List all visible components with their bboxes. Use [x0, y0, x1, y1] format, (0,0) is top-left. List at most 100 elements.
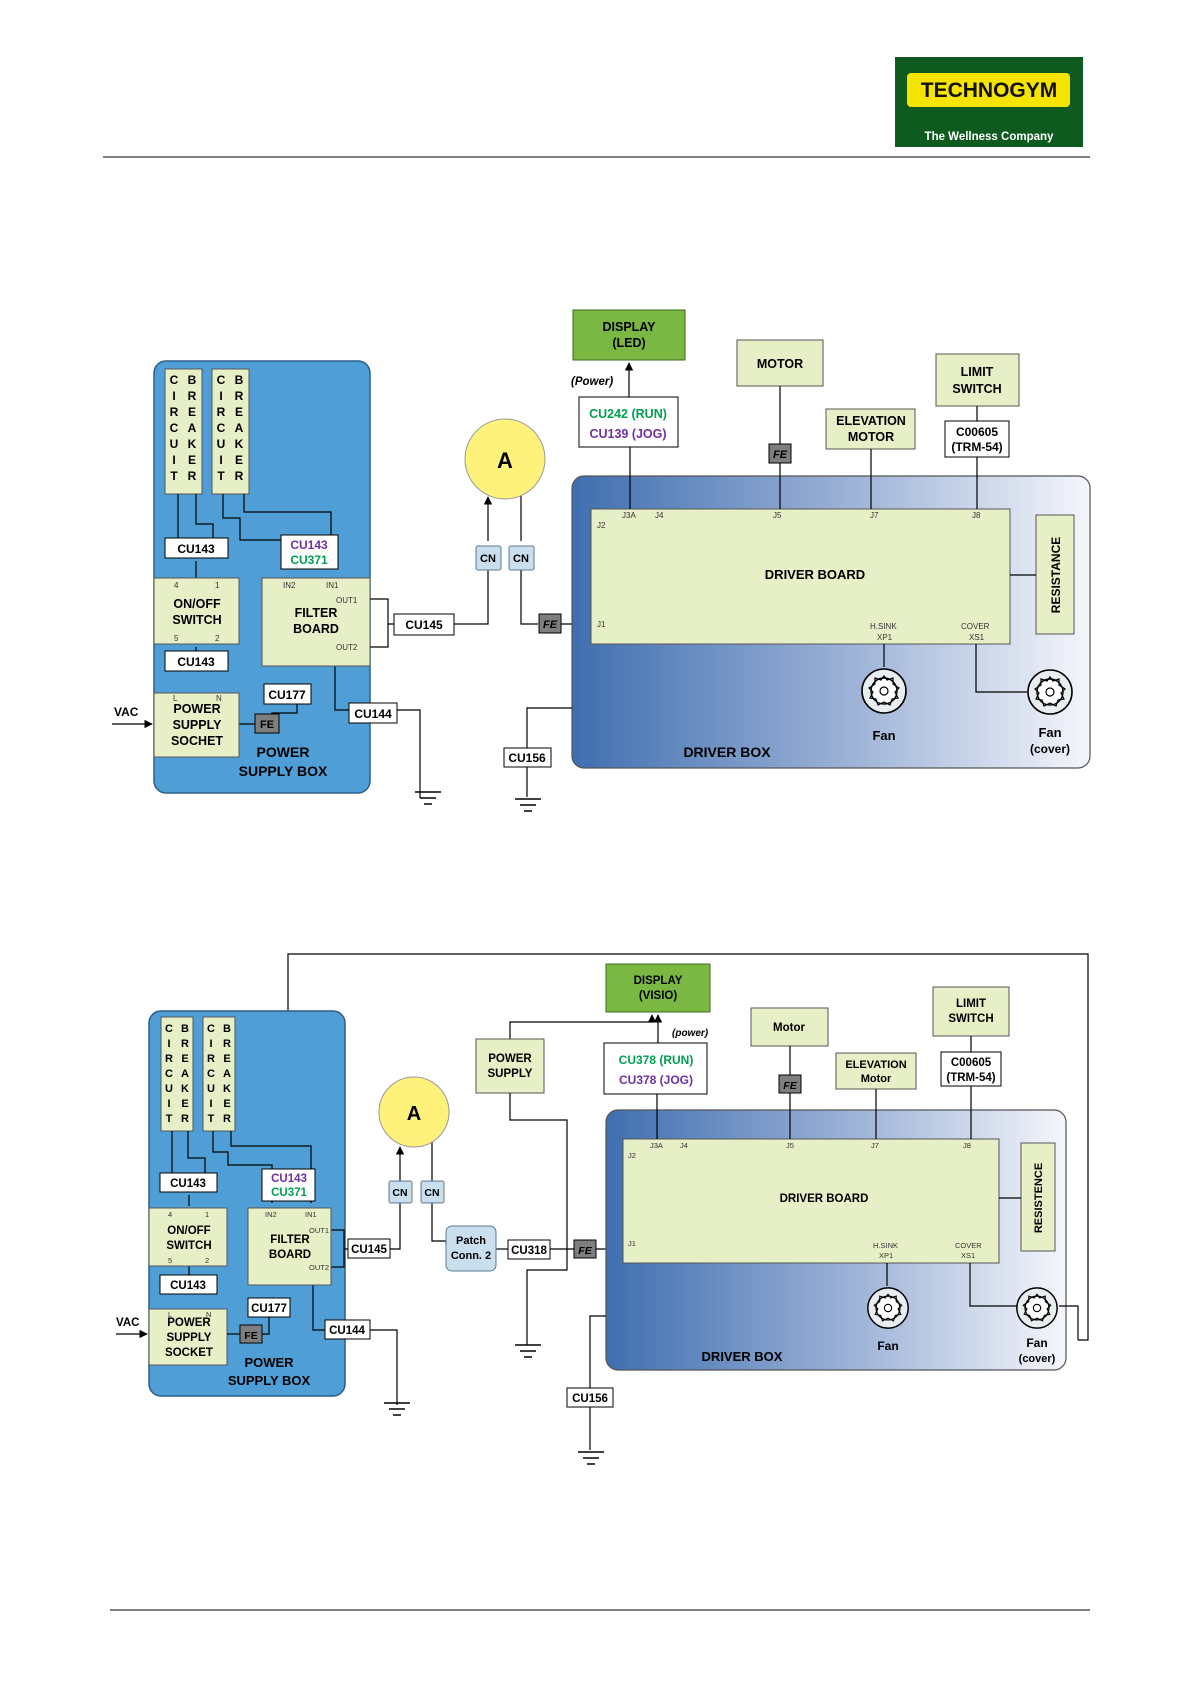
- fan-label: Fan: [872, 728, 895, 743]
- filter-board-2-label-2: BOARD: [269, 1249, 311, 1261]
- cu144-label: [348, 702, 398, 724]
- cb3-letter: U: [165, 1083, 173, 1095]
- power-note-2: (power): [672, 1028, 709, 1039]
- pin-label: IN1: [305, 1210, 317, 1219]
- pin-label: J2: [628, 1151, 636, 1160]
- on-off-switch-2: [148, 1207, 228, 1267]
- pin-label: 2: [205, 1256, 209, 1265]
- pin-label: N: [216, 694, 222, 703]
- cb3-letter: T: [166, 1113, 173, 1125]
- fan-icon: [861, 668, 907, 714]
- cb4-letter: E: [223, 1098, 230, 1110]
- cu144-text: CU144: [354, 707, 392, 721]
- logo-text: TECHNOGYM: [921, 79, 1058, 102]
- pin-label: 5: [174, 634, 179, 643]
- cu177-text: CU177: [268, 688, 306, 702]
- logo-badge: [907, 73, 1070, 107]
- cb3-letter: K: [181, 1083, 189, 1095]
- cu143-purple-text: CU143: [271, 1173, 307, 1185]
- pin-label: J8: [972, 511, 981, 520]
- display-visio: [605, 963, 711, 1013]
- power-socket-2-label-3: SOCKET: [165, 1347, 213, 1359]
- pin-label: 5: [168, 1256, 172, 1265]
- pin-label: XS1: [961, 1251, 975, 1260]
- cu156-text: CU156: [572, 1393, 608, 1405]
- cb4-letter: R: [223, 1113, 231, 1125]
- pin-label: J2: [597, 521, 606, 530]
- technogym-logo: TECHNOGYM The Wellness Company: [895, 57, 1083, 147]
- pin-label: J3A: [650, 1141, 663, 1150]
- cb3-letter: B: [181, 1023, 189, 1035]
- fe-motor: [768, 443, 792, 464]
- on-off-switch: [153, 577, 240, 645]
- fan-cover-label-2: (cover): [1019, 1353, 1056, 1365]
- cb1-letter: E: [188, 453, 196, 467]
- cb4-letter: R: [207, 1053, 215, 1065]
- power-supply-box-label-1: POWER: [257, 744, 310, 760]
- driver-board-label: DRIVER BOARD: [765, 567, 865, 582]
- pin-label: XP1: [879, 1251, 893, 1260]
- limit-switch-label-1: LIMIT: [961, 365, 994, 379]
- ammeter-2: [378, 1076, 450, 1148]
- display-2-label-1: DISPLAY: [634, 975, 683, 987]
- cb2-letter: U: [217, 437, 226, 451]
- cn-connector-2: [508, 545, 535, 571]
- pin-label: J1: [597, 620, 606, 629]
- cb2-letter: I: [219, 389, 222, 403]
- resistence: [1020, 1142, 1056, 1252]
- cb2-letter: R: [235, 469, 244, 483]
- cu143-bottom-label-2: [159, 1274, 218, 1295]
- display-led: [572, 309, 686, 361]
- cb1-letter: C: [170, 421, 179, 435]
- fe-driver-input-2: [573, 1239, 597, 1259]
- fan-cover-label-1: Fan: [1038, 725, 1061, 740]
- pin-label: IN2: [283, 581, 296, 590]
- filter-board: [261, 577, 371, 667]
- elevation-2-label-1: ELEVATION: [845, 1059, 906, 1071]
- cb4-letter: B: [223, 1023, 231, 1035]
- elevation-label-2: MOTOR: [848, 430, 894, 444]
- pin-label: H.SINK: [873, 1241, 898, 1250]
- pin-label: OUT1: [309, 1226, 329, 1235]
- cb1-letter: E: [188, 405, 196, 419]
- cb4-letter: R: [223, 1038, 231, 1050]
- cb1-letter: I: [172, 389, 175, 403]
- cb2-letter: A: [235, 421, 244, 435]
- power-socket-2-label-2: SUPPLY: [167, 1332, 212, 1344]
- fe-label: FE: [783, 1080, 797, 1092]
- elevation-motor-box-2: [835, 1052, 917, 1090]
- cn-connector-3: [388, 1180, 413, 1204]
- limit-switch-2-label-1: LIMIT: [956, 998, 986, 1010]
- cu143-top-label: [164, 537, 229, 559]
- c00605-text: C00605: [956, 425, 998, 439]
- power-supply-box-small: [475, 1038, 545, 1094]
- fe-label: FE: [543, 619, 558, 631]
- cu144-text: CU144: [329, 1325, 365, 1337]
- resistence-label: RESISTENCE: [1033, 1163, 1045, 1233]
- cb3-letter: C: [165, 1068, 173, 1080]
- driver-box-label: DRIVER BOX: [683, 744, 771, 760]
- cb2-letter: E: [235, 405, 243, 419]
- diagram-1: POWER SUPPLY BOX C I R C U I T B R E A K…: [112, 309, 1091, 812]
- cu143-cu371-label: [280, 534, 339, 570]
- filter-board-label-1: FILTER: [295, 606, 338, 620]
- diagram-2: POWER SUPPLY BOX C I R C U I T B R E A K…: [116, 953, 1089, 1465]
- elevation-motor-box: [825, 408, 916, 450]
- cb4-letter: I: [209, 1098, 212, 1110]
- cb3-letter: R: [181, 1113, 189, 1125]
- fan-icon: [867, 1287, 909, 1329]
- cn-connector-1: [475, 545, 502, 571]
- cu318-text: CU318: [511, 1245, 547, 1257]
- fe-driver-input: [538, 613, 562, 634]
- fe-label: FE: [260, 719, 274, 731]
- pin-label: IN2: [265, 1210, 277, 1219]
- pin-label: L: [173, 694, 178, 703]
- cb1-letter: I: [172, 453, 175, 467]
- cu242-run-text: CU242 (RUN): [589, 407, 667, 421]
- limit-switch-2-label-2: SWITCH: [948, 1013, 993, 1025]
- pin-label: 4: [168, 1210, 172, 1219]
- pin-label: IN1: [326, 581, 339, 590]
- fan-cover-label-2: (cover): [1030, 742, 1070, 756]
- fe-label: FE: [244, 1330, 257, 1342]
